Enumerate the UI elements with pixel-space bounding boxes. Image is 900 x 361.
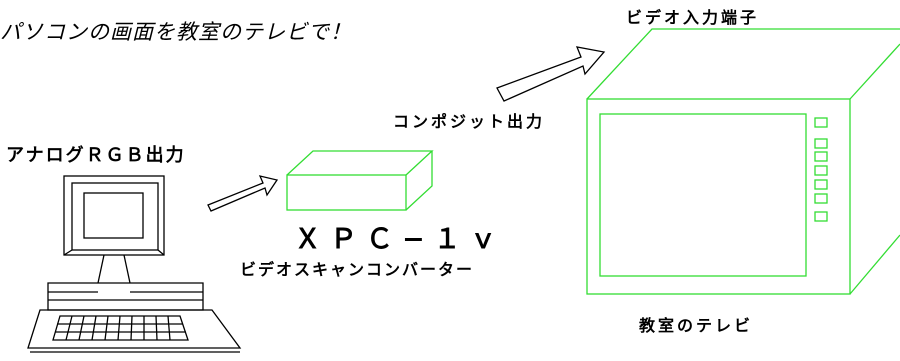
tv-button [814,117,828,128]
model-name-label: ＸＰＣ−１ｖ [294,224,506,255]
converter-box [286,150,434,211]
tv-button [814,193,828,204]
monitor-screen [83,192,144,239]
tv-button [814,211,828,222]
arrow-icon [207,175,279,212]
tv-button [814,165,828,176]
keyboard [27,309,242,353]
television [586,28,900,295]
monitor [63,175,165,284]
tv-screen [599,113,807,277]
tv-button [814,151,828,162]
computer-illustration [27,175,242,353]
tv-front [586,98,851,295]
arrow-icon [496,46,606,102]
video-input-terminal-label: ビデオ入力端子 [626,8,760,27]
tv-button [814,138,828,149]
converter-name-label: ビデオスキャンコンバーター [240,260,475,279]
composite-output-label: コンポジット出力 [393,112,546,131]
classroom-tv-label: 教室のテレビ [639,316,754,335]
computer-body [47,282,204,311]
analog-rgb-output-label: アナログＲＧＢ出力 [6,145,186,166]
page-title: パソコンの画面を教室のテレビで！ [0,20,352,44]
tv-button [814,179,828,190]
